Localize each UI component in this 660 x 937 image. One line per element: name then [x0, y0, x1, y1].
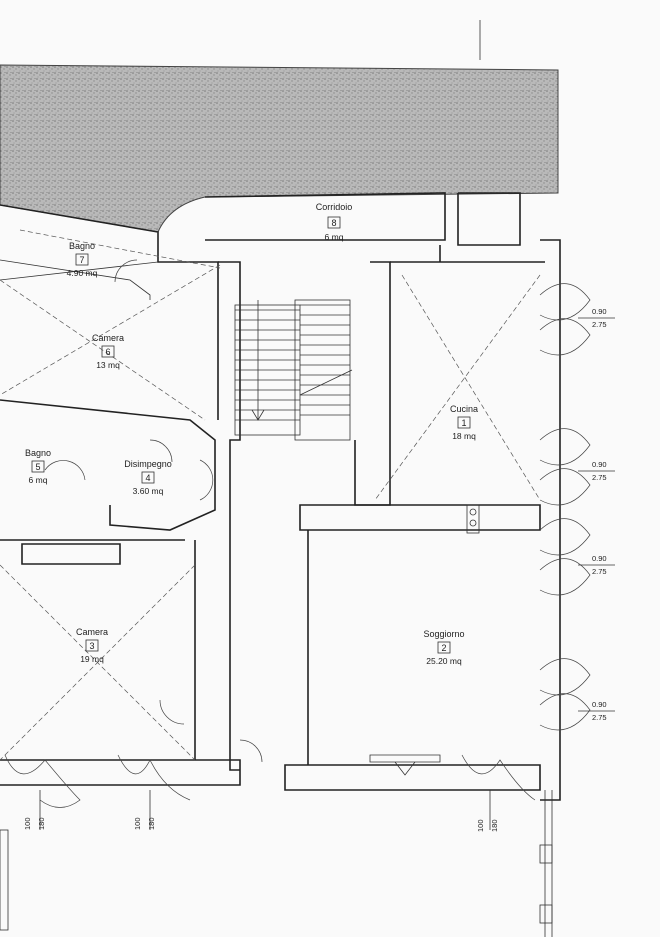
room-number: 3 [89, 641, 94, 651]
room-name: Soggiorno [423, 629, 464, 639]
room-disimpegno: Disimpegno 4 3.60 mq [124, 459, 172, 496]
room-number: 1 [461, 418, 466, 428]
room-name: Camera [92, 333, 124, 343]
room-area: 3.60 mq [133, 486, 164, 496]
room-number: 7 [79, 255, 84, 265]
window-width: 0.90 [592, 307, 607, 316]
room-corridoio: Corridoio 8 6 mq [316, 202, 353, 242]
partial-line [544, 790, 553, 937]
room-name: Disimpegno [124, 459, 172, 469]
dimension-b: 180 [147, 817, 156, 830]
room-area: 18 mq [452, 431, 476, 441]
window-width: 0.90 [592, 460, 607, 469]
room-cucina: Cucina 1 18 mq [450, 404, 478, 441]
staircase [234, 299, 353, 441]
room-camera-6: Camera 6 13 mq [92, 333, 124, 370]
east-windows [539, 283, 591, 731]
room-number: 8 [331, 218, 336, 228]
room-diagonals [0, 229, 541, 761]
room-bagno-7: Bagno 7 4.90 mq [67, 241, 98, 278]
window-width: 0.90 [592, 554, 607, 563]
dimension-b: 180 [490, 819, 499, 832]
dimension-a: 100 [23, 817, 32, 830]
dimension-b: 180 [37, 817, 46, 830]
window-dimension-labels: 0.90 2.75 0.90 2.75 0.90 2.75 0.90 2.75 [578, 307, 615, 722]
room-name: Corridoio [316, 202, 353, 212]
room-area: 6 mq [325, 232, 344, 242]
room-number: 2 [441, 643, 446, 653]
south-windows [4, 754, 536, 830]
room-name: Camera [76, 627, 108, 637]
window-width: 0.90 [592, 700, 607, 709]
room-camera-3: Camera 3 19 mq [76, 627, 108, 664]
room-area: 19 mq [80, 654, 104, 664]
room-area: 6 mq [29, 475, 48, 485]
dimension-a: 100 [476, 819, 485, 832]
room-name: Cucina [450, 404, 478, 414]
window-height: 2.75 [592, 713, 607, 722]
doors [44, 259, 263, 763]
dimension-a: 100 [133, 817, 142, 830]
room-number: 6 [105, 347, 110, 357]
window-height: 2.75 [592, 320, 607, 329]
room-number: 5 [35, 462, 40, 472]
walls [0, 192, 561, 801]
room-name: Bagno [25, 448, 51, 458]
room-name: Bagno [69, 241, 95, 251]
room-area: 25.20 mq [426, 656, 462, 666]
bottom-dimension-labels: 100 180 100 180 100 180 [23, 817, 499, 832]
courtyard-hatch [0, 64, 559, 233]
room-number: 4 [145, 473, 150, 483]
room-area: 4.90 mq [67, 268, 98, 278]
room-soggiorno: Soggiorno 2 25.20 mq [423, 629, 464, 666]
window-height: 2.75 [592, 567, 607, 576]
window-height: 2.75 [592, 473, 607, 482]
room-bagno-5: Bagno 5 6 mq [25, 448, 51, 485]
room-area: 13 mq [96, 360, 120, 370]
